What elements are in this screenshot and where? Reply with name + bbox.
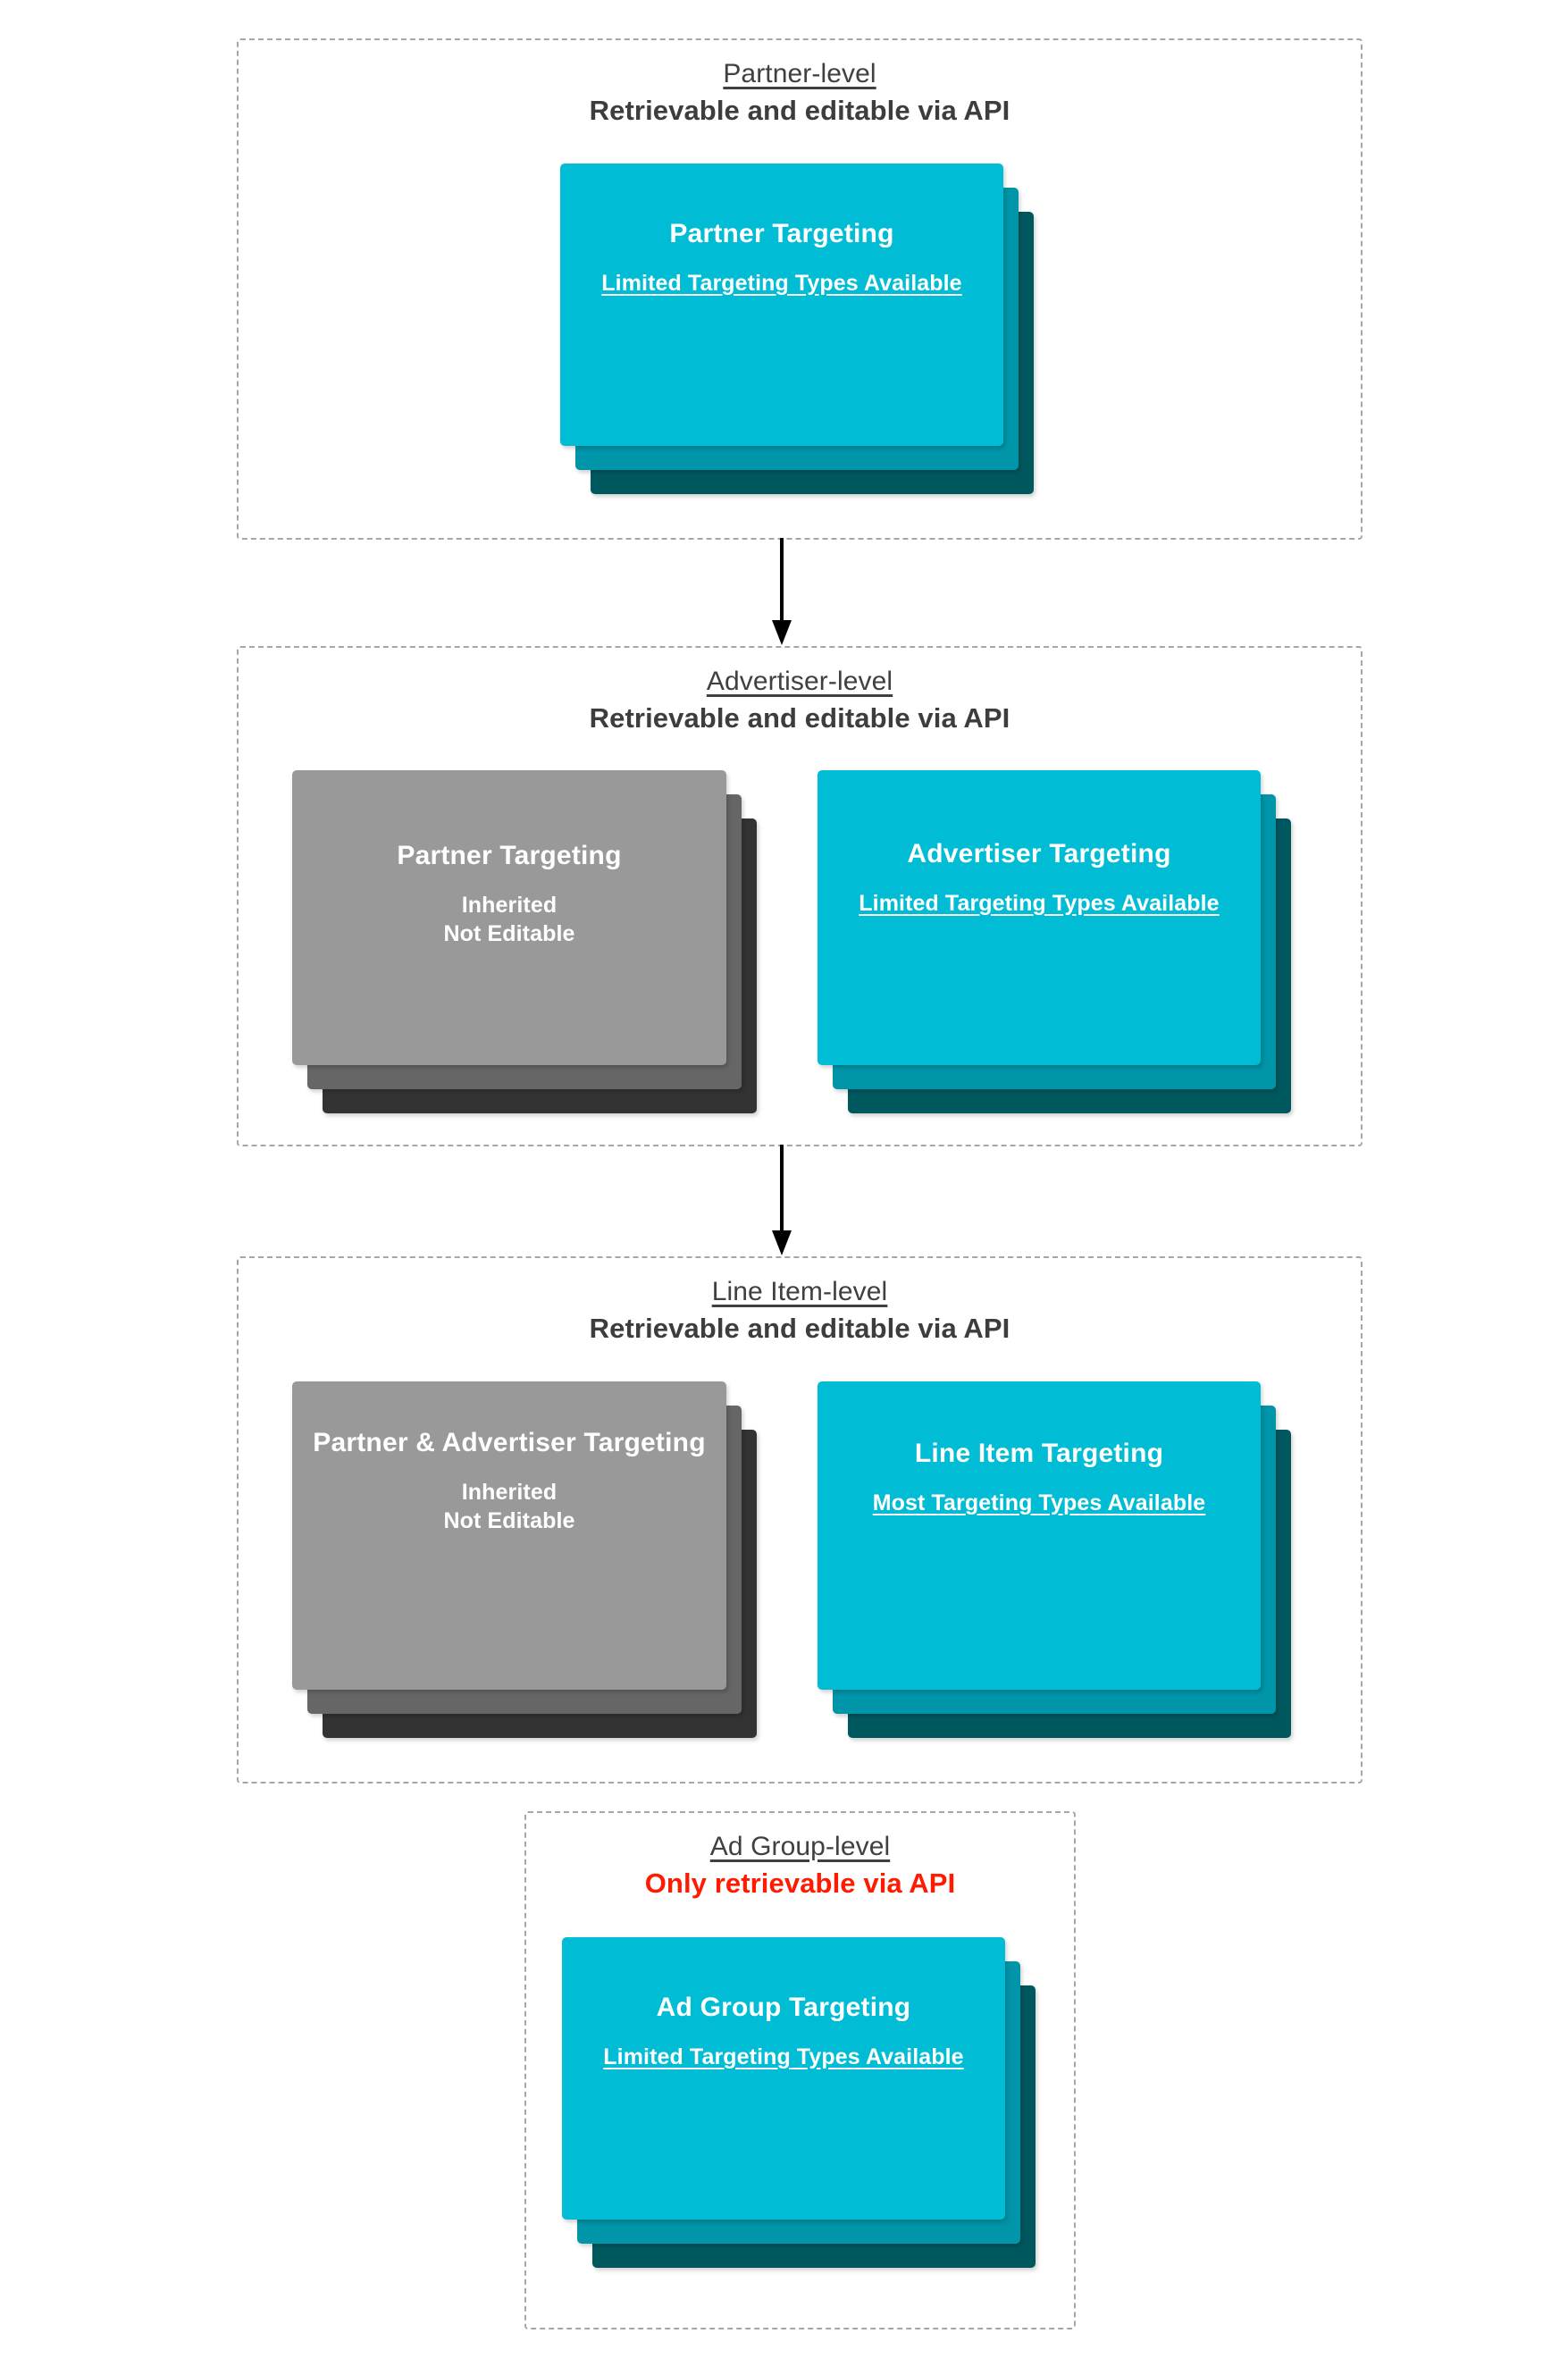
level-subtitle: Retrievable and editable via API <box>589 702 1010 734</box>
card-stack-partner-targeting[interactable]: Partner Targeting Limited Targeting Type… <box>560 164 1034 494</box>
card-title: Advertiser Targeting <box>907 839 1171 869</box>
card-title: Partner Targeting <box>669 219 894 248</box>
card-content: Advertiser Targeting Limited Targeting T… <box>818 837 1261 918</box>
card-note: Inherited Not Editable <box>443 893 575 946</box>
card-layer-front: Line Item Targeting Most Targeting Types… <box>818 1381 1261 1690</box>
level-header-partner: Partner-level Retrievable and editable v… <box>239 57 1361 129</box>
level-box-ad-group: Ad Group-level Only retrievable via API … <box>524 1811 1076 2329</box>
card-title: Ad Group Targeting <box>656 1993 911 2022</box>
connector-partner-to-advertiser <box>772 538 792 645</box>
connector-advertiser-to-line-item <box>772 1145 792 1255</box>
card-layer-front: Partner Targeting Inherited Not Editable <box>292 770 726 1065</box>
card-note: Limited Targeting Types Available <box>601 271 962 296</box>
card-note: Inherited Not Editable <box>443 1480 575 1533</box>
level-header-advertiser: Advertiser-level Retrievable and editabl… <box>239 665 1361 736</box>
card-content: Partner Targeting Limited Targeting Type… <box>560 217 1003 298</box>
level-title: Partner-level <box>723 59 876 88</box>
card-content: Partner & Advertiser Targeting Inherited… <box>292 1426 726 1535</box>
card-note: Limited Targeting Types Available <box>859 891 1220 916</box>
card-layer-front: Partner Targeting Limited Targeting Type… <box>560 164 1003 446</box>
level-title: Ad Group-level <box>709 1832 891 1861</box>
card-stack-advertiser-targeting[interactable]: Advertiser Targeting Limited Targeting T… <box>818 770 1291 1113</box>
level-box-advertiser: Advertiser-level Retrievable and editabl… <box>237 646 1363 1146</box>
card-stack-line-item-targeting[interactable]: Line Item Targeting Most Targeting Types… <box>818 1381 1291 1738</box>
card-note: Most Targeting Types Available <box>872 1490 1206 1515</box>
card-layer-front: Partner & Advertiser Targeting Inherited… <box>292 1381 726 1690</box>
card-content: Line Item Targeting Most Targeting Types… <box>818 1437 1261 1517</box>
level-header-line-item: Line Item-level Retrievable and editable… <box>239 1275 1361 1347</box>
card-content: Partner Targeting Inherited Not Editable <box>292 839 726 948</box>
level-box-line-item: Line Item-level Retrievable and editable… <box>237 1256 1363 1784</box>
card-layer-front: Advertiser Targeting Limited Targeting T… <box>818 770 1261 1065</box>
card-stack-partner-targeting-inherited[interactable]: Partner Targeting Inherited Not Editable <box>292 770 757 1113</box>
card-layer-front: Ad Group Targeting Limited Targeting Typ… <box>562 1937 1005 2220</box>
level-subtitle: Only retrievable via API <box>644 1868 956 1899</box>
card-title: Partner & Advertiser Targeting <box>313 1428 706 1457</box>
card-title: Line Item Targeting <box>914 1439 1164 1468</box>
level-subtitle: Retrievable and editable via API <box>589 95 1010 126</box>
level-box-partner: Partner-level Retrievable and editable v… <box>237 38 1363 540</box>
card-note: Limited Targeting Types Available <box>603 2044 964 2069</box>
level-subtitle: Retrievable and editable via API <box>589 1313 1010 1344</box>
level-header-ad-group: Ad Group-level Only retrievable via API <box>526 1830 1074 1901</box>
level-title: Line Item-level <box>711 1277 888 1306</box>
card-content: Ad Group Targeting Limited Targeting Typ… <box>562 1991 1005 2071</box>
card-stack-ad-group-targeting[interactable]: Ad Group Targeting Limited Targeting Typ… <box>562 1937 1036 2268</box>
card-title: Partner Targeting <box>397 841 622 870</box>
level-title: Advertiser-level <box>706 667 893 696</box>
card-stack-partner-advertiser-targeting-inherited[interactable]: Partner & Advertiser Targeting Inherited… <box>292 1381 757 1738</box>
